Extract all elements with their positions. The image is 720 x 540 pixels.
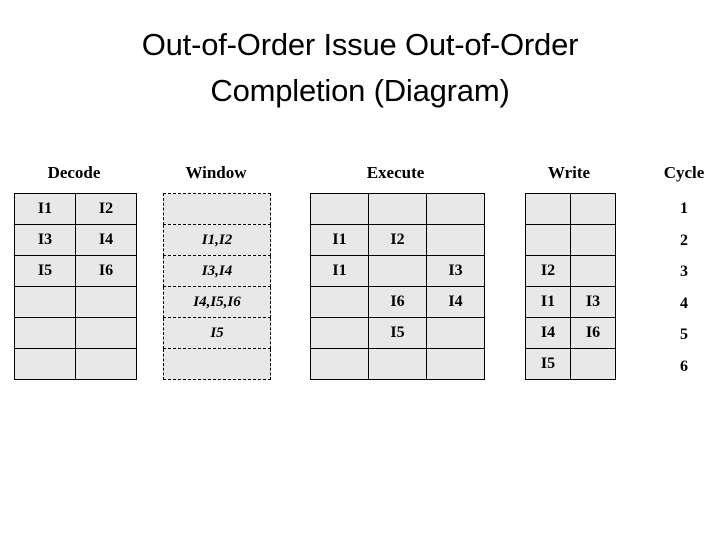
execute-cell: I5 (368, 317, 427, 349)
decode-cell (75, 317, 137, 349)
execute-cell (310, 348, 369, 380)
title-line-1: Out-of-Order Issue Out-of-Order (141, 27, 579, 62)
table-row (14, 348, 137, 380)
cycle-column: 1 2 3 4 5 6 (648, 193, 720, 383)
window-cell: I3,I4 (163, 255, 271, 287)
execute-cell: I3 (426, 255, 485, 287)
table-row: I1 I3 (310, 255, 485, 287)
execute-cell (368, 193, 427, 225)
execute-cell: I2 (368, 224, 427, 256)
table-row: I2 (525, 255, 616, 287)
window-cell: I1,I2 (163, 224, 271, 256)
table-row (525, 193, 616, 225)
stage-header-execute: Execute (366, 163, 425, 182)
table-row: I5 (163, 317, 271, 349)
execute-cell (368, 255, 427, 287)
write-cell: I3 (570, 286, 616, 318)
stage-header-write: Write (547, 163, 591, 182)
execute-cell: I1 (310, 255, 369, 287)
execute-cell (310, 193, 369, 225)
table-row: I5 I6 (14, 255, 137, 287)
stage-table-decode: I1 I2 I3 I4 I5 I6 (14, 193, 137, 380)
execute-cell: I4 (426, 286, 485, 318)
write-cell: I5 (525, 348, 571, 380)
stage-table-execute: I1 I2 I1 I3 I6 I4 I5 (310, 193, 485, 380)
write-cell: I4 (525, 317, 571, 349)
execute-cell (426, 317, 485, 349)
window-cell (163, 348, 271, 380)
table-row: I3 I4 (14, 224, 137, 256)
decode-cell (14, 348, 76, 380)
table-row (310, 193, 485, 225)
cycle-value: 5 (680, 326, 688, 344)
execute-cell (310, 317, 369, 349)
table-row (525, 224, 616, 256)
decode-cell: I5 (14, 255, 76, 287)
table-row (310, 348, 485, 380)
table-row (163, 193, 271, 225)
execute-cell (368, 348, 427, 380)
table-row: I5 (525, 348, 616, 380)
decode-cell: I2 (75, 193, 137, 225)
table-row: I1 I2 (14, 193, 137, 225)
stage-header-cycle: Cycle (663, 163, 705, 182)
page-title: Out-of-Order Issue Out-of-Order Completi… (0, 22, 720, 114)
cycle-value: 6 (680, 357, 688, 375)
table-row: I6 I4 (310, 286, 485, 318)
decode-cell (75, 286, 137, 318)
execute-cell (426, 348, 485, 380)
stage-header-decode: Decode (47, 163, 101, 182)
cycle-value: 3 (680, 263, 688, 281)
cycle-value: 4 (680, 294, 688, 312)
table-row (14, 286, 137, 318)
table-row: I4 I6 (525, 317, 616, 349)
write-cell (570, 255, 616, 287)
write-cell: I2 (525, 255, 571, 287)
table-row (163, 348, 271, 380)
window-cell: I4,I5,I6 (163, 286, 271, 318)
decode-cell: I6 (75, 255, 137, 287)
window-cell: I5 (163, 317, 271, 349)
table-row: I3,I4 (163, 255, 271, 287)
stage-table-window: I1,I2 I3,I4 I4,I5,I6 I5 (163, 193, 271, 380)
write-cell (570, 348, 616, 380)
decode-cell: I1 (14, 193, 76, 225)
decode-cell: I4 (75, 224, 137, 256)
decode-cell (75, 348, 137, 380)
table-row (14, 317, 137, 349)
title-line-2: Completion (Diagram) (210, 73, 510, 108)
execute-cell (310, 286, 369, 318)
execute-cell: I6 (368, 286, 427, 318)
execute-cell (426, 193, 485, 225)
write-cell: I6 (570, 317, 616, 349)
decode-cell (14, 286, 76, 318)
stage-table-write: I2 I1 I3 I4 I6 I5 (525, 193, 616, 380)
decode-cell (14, 317, 76, 349)
table-row: I1 I3 (525, 286, 616, 318)
table-row: I5 (310, 317, 485, 349)
table-row: I4,I5,I6 (163, 286, 271, 318)
window-cell (163, 193, 271, 225)
execute-cell (426, 224, 485, 256)
cycle-value: 1 (680, 200, 688, 217)
stage-header-window: Window (185, 163, 247, 182)
write-cell (570, 193, 616, 225)
table-row: I1 I2 (310, 224, 485, 256)
decode-cell: I3 (14, 224, 76, 256)
write-cell (525, 224, 571, 256)
write-cell (570, 224, 616, 256)
write-cell (525, 193, 571, 225)
cycle-value: 2 (680, 231, 688, 249)
write-cell: I1 (525, 286, 571, 318)
execute-cell: I1 (310, 224, 369, 256)
table-row: I1,I2 (163, 224, 271, 256)
